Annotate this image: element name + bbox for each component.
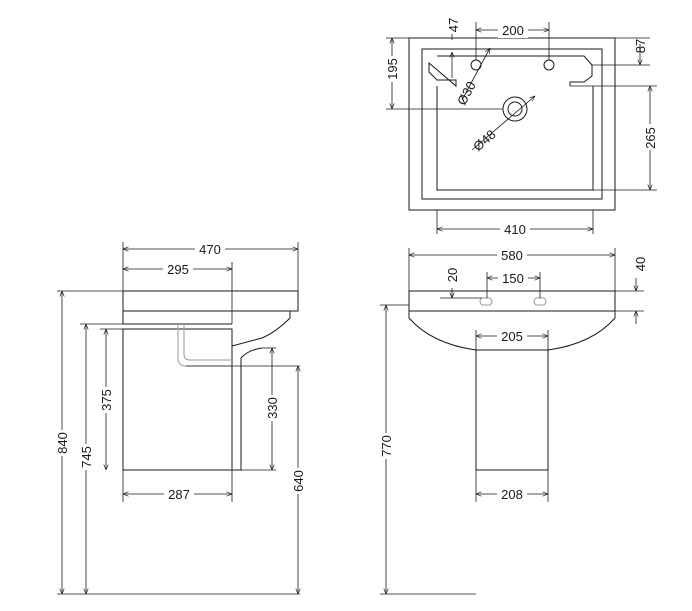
side-view <box>57 242 300 595</box>
tap-deck-outline <box>428 55 593 88</box>
top-view <box>386 22 657 234</box>
dim-label-d30: Ø30 <box>454 79 479 108</box>
dim-label-265: 265 <box>643 127 658 149</box>
basin-bowl-outline <box>436 86 594 191</box>
dim-label-40: 40 <box>633 257 648 271</box>
dim-label-330: 330 <box>265 397 280 419</box>
dim-label-205: 205 <box>501 329 523 344</box>
dim-label-745: 745 <box>79 446 94 468</box>
side-pedestal-curve <box>231 346 263 471</box>
front-basin-top <box>408 290 616 312</box>
dim-label-295: 295 <box>167 262 189 277</box>
dim-label-287: 287 <box>168 487 190 502</box>
dim-label-580: 580 <box>501 248 523 263</box>
tap-hole-right <box>543 59 555 71</box>
front-view <box>380 248 644 595</box>
waste-outlet-inner <box>507 101 523 117</box>
basin-outer-rim <box>408 37 616 211</box>
dim-label-640: 640 <box>291 470 306 492</box>
dim-label-200: 200 <box>502 23 524 38</box>
dim-label-770: 770 <box>379 435 394 457</box>
side-basin-top <box>122 290 299 312</box>
dim-label-840: 840 <box>55 432 70 454</box>
dim-label-20: 20 <box>445 268 460 282</box>
dim-label-195: 195 <box>385 58 400 80</box>
front-basin-bowl <box>408 311 616 351</box>
waste-outlet-outer <box>502 96 528 122</box>
dim-label-375: 375 <box>99 389 114 411</box>
dim-label-87: 87 <box>633 39 648 53</box>
dim-label-47: 47 <box>446 18 461 32</box>
tap-hole-left <box>470 59 482 71</box>
front-pedestal <box>475 349 549 471</box>
dim-label-208: 208 <box>501 487 523 502</box>
dim-label-410: 410 <box>504 222 526 237</box>
basin-inner-rim <box>421 48 603 200</box>
dim-label-470: 470 <box>199 242 221 257</box>
waste-trap <box>177 324 232 367</box>
dim-label-150: 150 <box>502 271 524 286</box>
front-overflow-slot <box>479 297 547 306</box>
